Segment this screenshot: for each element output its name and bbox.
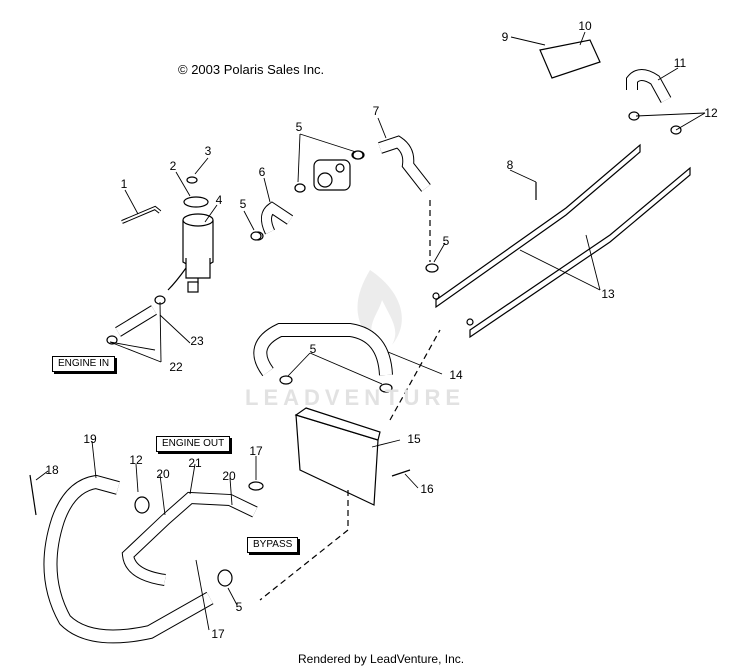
part-clip	[391, 469, 411, 477]
callout-5b: 5	[239, 197, 247, 211]
clamps	[134, 111, 682, 587]
callout-5e: 5	[235, 600, 243, 614]
hose-21	[121, 491, 258, 586]
callout-18: 18	[45, 463, 59, 477]
callout-5c: 5	[442, 234, 450, 248]
callout-15: 15	[407, 432, 421, 446]
label-engine-in: ENGINE IN	[52, 356, 116, 372]
part-heat-exchanger	[294, 407, 381, 506]
callout-11: 11	[673, 56, 687, 70]
hose-14	[253, 323, 393, 377]
callout-12b: 12	[129, 453, 143, 467]
callout-2: 2	[169, 159, 177, 173]
watermark-text: LEADVENTURE	[245, 385, 466, 410]
footer-text: Rendered by LeadVenture, Inc.	[298, 652, 465, 666]
callout-12a: 12	[704, 106, 718, 120]
callout-7: 7	[372, 104, 380, 118]
callout-20b: 20	[222, 469, 236, 483]
part-reservoir	[167, 176, 214, 293]
label-engine-out: ENGINE OUT	[156, 436, 231, 452]
part-rails	[432, 143, 691, 339]
callout-23: 23	[190, 334, 204, 348]
part-cover	[539, 39, 601, 79]
callout-20a: 20	[156, 467, 170, 481]
hose-6	[252, 183, 306, 241]
callout-5a: 5	[295, 120, 303, 134]
callout-22: 22	[169, 360, 183, 374]
hose-23	[106, 295, 166, 345]
callout-9: 9	[501, 30, 509, 44]
part-strap	[29, 474, 37, 516]
watermark-flame-icon	[357, 270, 402, 345]
copyright-text: © 2003 Polaris Sales Inc.	[178, 62, 325, 77]
callout-1: 1	[120, 177, 128, 191]
hose-11	[626, 69, 672, 103]
callout-4: 4	[215, 193, 223, 207]
part-rod	[121, 205, 162, 224]
callout-6: 6	[258, 165, 266, 179]
callout-13: 13	[601, 287, 615, 301]
callout-5d: 5	[309, 342, 317, 356]
leader-lines	[35, 31, 706, 631]
callout-10: 10	[578, 19, 592, 33]
callout-19: 19	[83, 432, 97, 446]
callout-14: 14	[449, 368, 463, 382]
callout-3: 3	[204, 144, 212, 158]
callout-17b: 17	[211, 627, 225, 641]
callout-21: 21	[188, 456, 202, 470]
hose-19	[43, 474, 214, 644]
callout-16: 16	[420, 482, 434, 496]
label-bypass: BYPASS	[247, 537, 299, 553]
callout-8: 8	[506, 158, 514, 172]
callout-17a: 17	[249, 444, 263, 458]
hose-7	[378, 135, 431, 192]
